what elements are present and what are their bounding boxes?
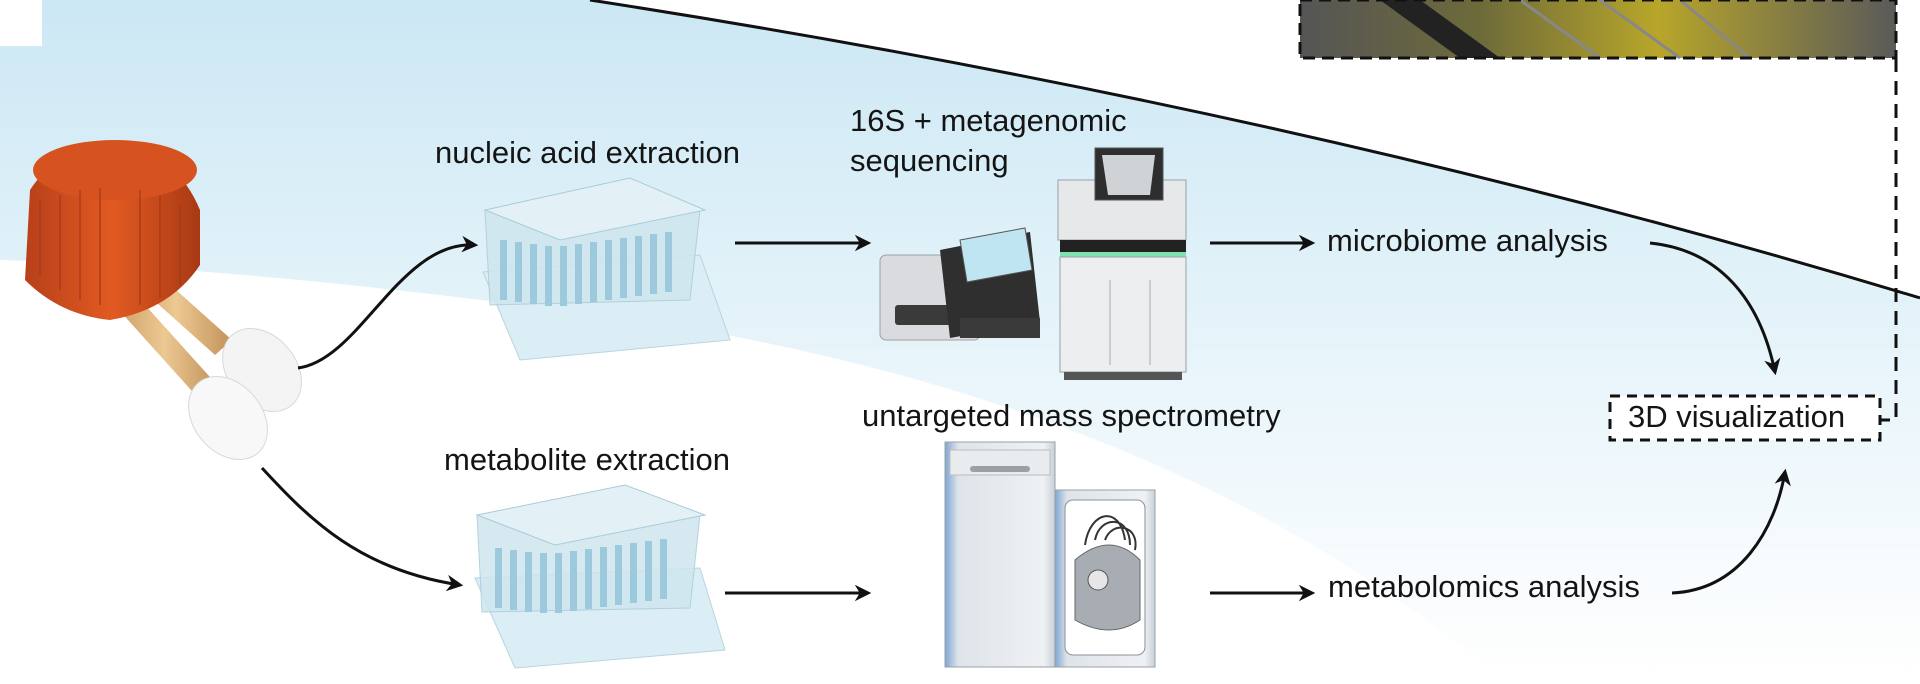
swab-icon xyxy=(25,140,302,460)
mass-spectrometer-icon xyxy=(944,441,1156,668)
sequencing-label-line1: 16S + metagenomic xyxy=(850,103,1127,138)
arrow-swab-to-metabolite xyxy=(260,466,464,592)
nucleic-acid-extraction-label: nucleic acid extraction xyxy=(435,135,740,170)
well-plate-icon-bottom xyxy=(474,484,726,669)
boundary-curve xyxy=(589,0,1920,300)
sky-background-upper xyxy=(0,0,1920,300)
panel-letter-box xyxy=(0,0,42,46)
metabolomics-analysis-label: metabolomics analysis xyxy=(1328,569,1640,604)
arrow-metabolomics-to-viz xyxy=(1671,468,1791,595)
sequencing-label-line2: sequencing xyxy=(850,143,1009,178)
metabolite-extraction-label: metabolite extraction xyxy=(444,442,731,477)
sequencer-large-icon xyxy=(1057,147,1187,380)
mass-spectrometry-label: untargeted mass spectrometry xyxy=(862,398,1281,433)
arrow-swab-to-nucleic xyxy=(297,235,479,370)
3d-visualization-label: 3D visualization xyxy=(1628,399,1846,434)
well-plate-icon-top xyxy=(482,177,731,361)
microbiome-analysis-label: microbiome analysis xyxy=(1327,223,1608,258)
dashed-connector xyxy=(1880,58,1898,422)
viz-box xyxy=(1608,394,1882,442)
sequencer-small-icon xyxy=(879,227,1040,341)
arrow-microbiome-to-viz xyxy=(1649,241,1781,376)
render-thumbnail xyxy=(1298,0,1898,60)
